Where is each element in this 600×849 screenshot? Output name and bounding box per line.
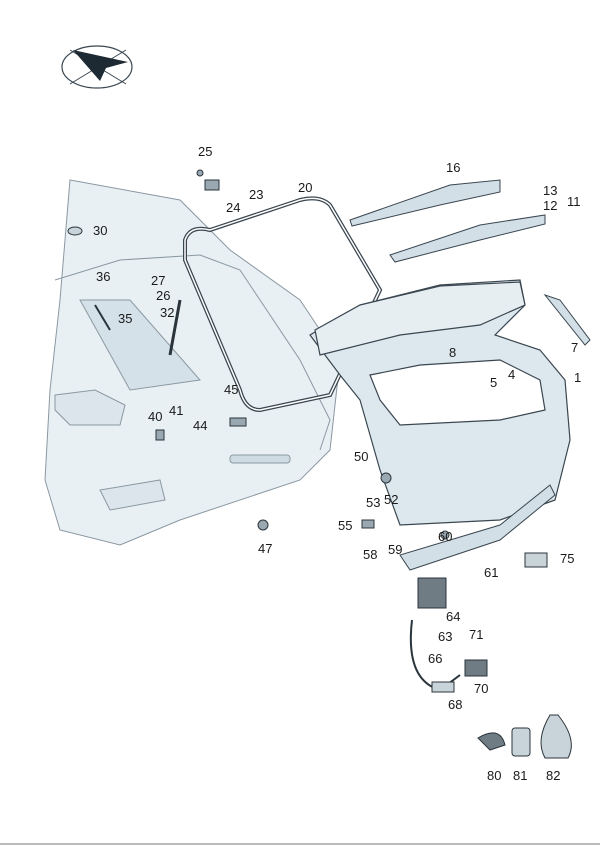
part-label-58[interactable]: 58: [363, 547, 378, 562]
tailgate-seal: [183, 196, 383, 413]
part-label-7[interactable]: 7: [571, 340, 579, 355]
part-label-66[interactable]: 66: [428, 651, 443, 666]
part-label-27[interactable]: 27: [151, 273, 166, 288]
part-label-41[interactable]: 41: [169, 403, 184, 418]
part-label-1[interactable]: 1: [574, 370, 582, 385]
part-label-52[interactable]: 52: [384, 492, 399, 507]
part-label-81[interactable]: 81: [513, 768, 528, 783]
part-label-64[interactable]: 64: [446, 609, 461, 624]
part-label-32[interactable]: 32: [160, 305, 175, 320]
part-label-47[interactable]: 47: [258, 541, 273, 556]
part-label-82[interactable]: 82: [546, 768, 561, 783]
part-label-59[interactable]: 59: [388, 542, 403, 557]
part-label-63[interactable]: 63: [438, 629, 453, 644]
part-label-16[interactable]: 16: [446, 160, 461, 175]
orientation-compass-icon: [61, 45, 133, 89]
part-label-61[interactable]: 61: [484, 565, 499, 580]
part-label-68[interactable]: 68: [448, 697, 463, 712]
part-label-55[interactable]: 55: [338, 518, 353, 533]
vehicle-body-outline: [44, 179, 341, 546]
part-label-11[interactable]: 11: [567, 194, 581, 209]
part-label-80[interactable]: 80: [487, 768, 502, 783]
part-label-71[interactable]: 71: [469, 627, 484, 642]
part-label-60[interactable]: 60: [438, 529, 453, 544]
part-label-23[interactable]: 23: [249, 187, 264, 202]
trim-strips: [349, 179, 591, 571]
part-label-26[interactable]: 26: [156, 288, 171, 303]
part-label-50[interactable]: 50: [354, 449, 369, 464]
part-label-30[interactable]: 30: [93, 223, 108, 238]
part-label-45[interactable]: 45: [224, 382, 239, 397]
part-label-8[interactable]: 8: [449, 345, 457, 360]
part-label-44[interactable]: 44: [193, 418, 208, 433]
bottom-divider: [0, 843, 600, 845]
tailgate: [309, 279, 571, 526]
part-label-4[interactable]: 4: [508, 367, 516, 382]
part-label-36[interactable]: 36: [96, 269, 111, 284]
part-label-24[interactable]: 24: [226, 200, 241, 215]
part-label-75[interactable]: 75: [560, 551, 575, 566]
part-label-53[interactable]: 53: [366, 495, 381, 510]
part-label-20[interactable]: 20: [298, 180, 313, 195]
part-label-35[interactable]: 35: [118, 311, 133, 326]
part-label-40[interactable]: 40: [148, 409, 163, 424]
small-parts: [67, 169, 572, 759]
part-label-70[interactable]: 70: [474, 681, 489, 696]
part-label-13[interactable]: 13: [543, 183, 558, 198]
part-label-25[interactable]: 25: [198, 144, 213, 159]
part-label-12[interactable]: 12: [543, 198, 558, 213]
part-label-5[interactable]: 5: [490, 375, 498, 390]
